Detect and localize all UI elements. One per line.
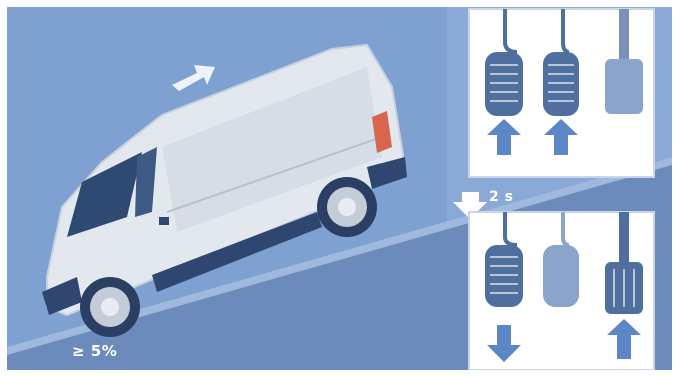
hill-start-scene: ≥ 5% 2 s <box>7 7 672 370</box>
scene-graphic <box>7 7 672 370</box>
front-wheel <box>80 277 140 337</box>
pedal-panel-before <box>469 9 654 177</box>
van-mirror <box>159 217 169 225</box>
pedal-panel-after <box>469 212 654 370</box>
rear-wheel <box>317 177 377 237</box>
delay-label: 2 s <box>489 189 513 205</box>
grade-label: ≥ 5% <box>72 342 117 360</box>
